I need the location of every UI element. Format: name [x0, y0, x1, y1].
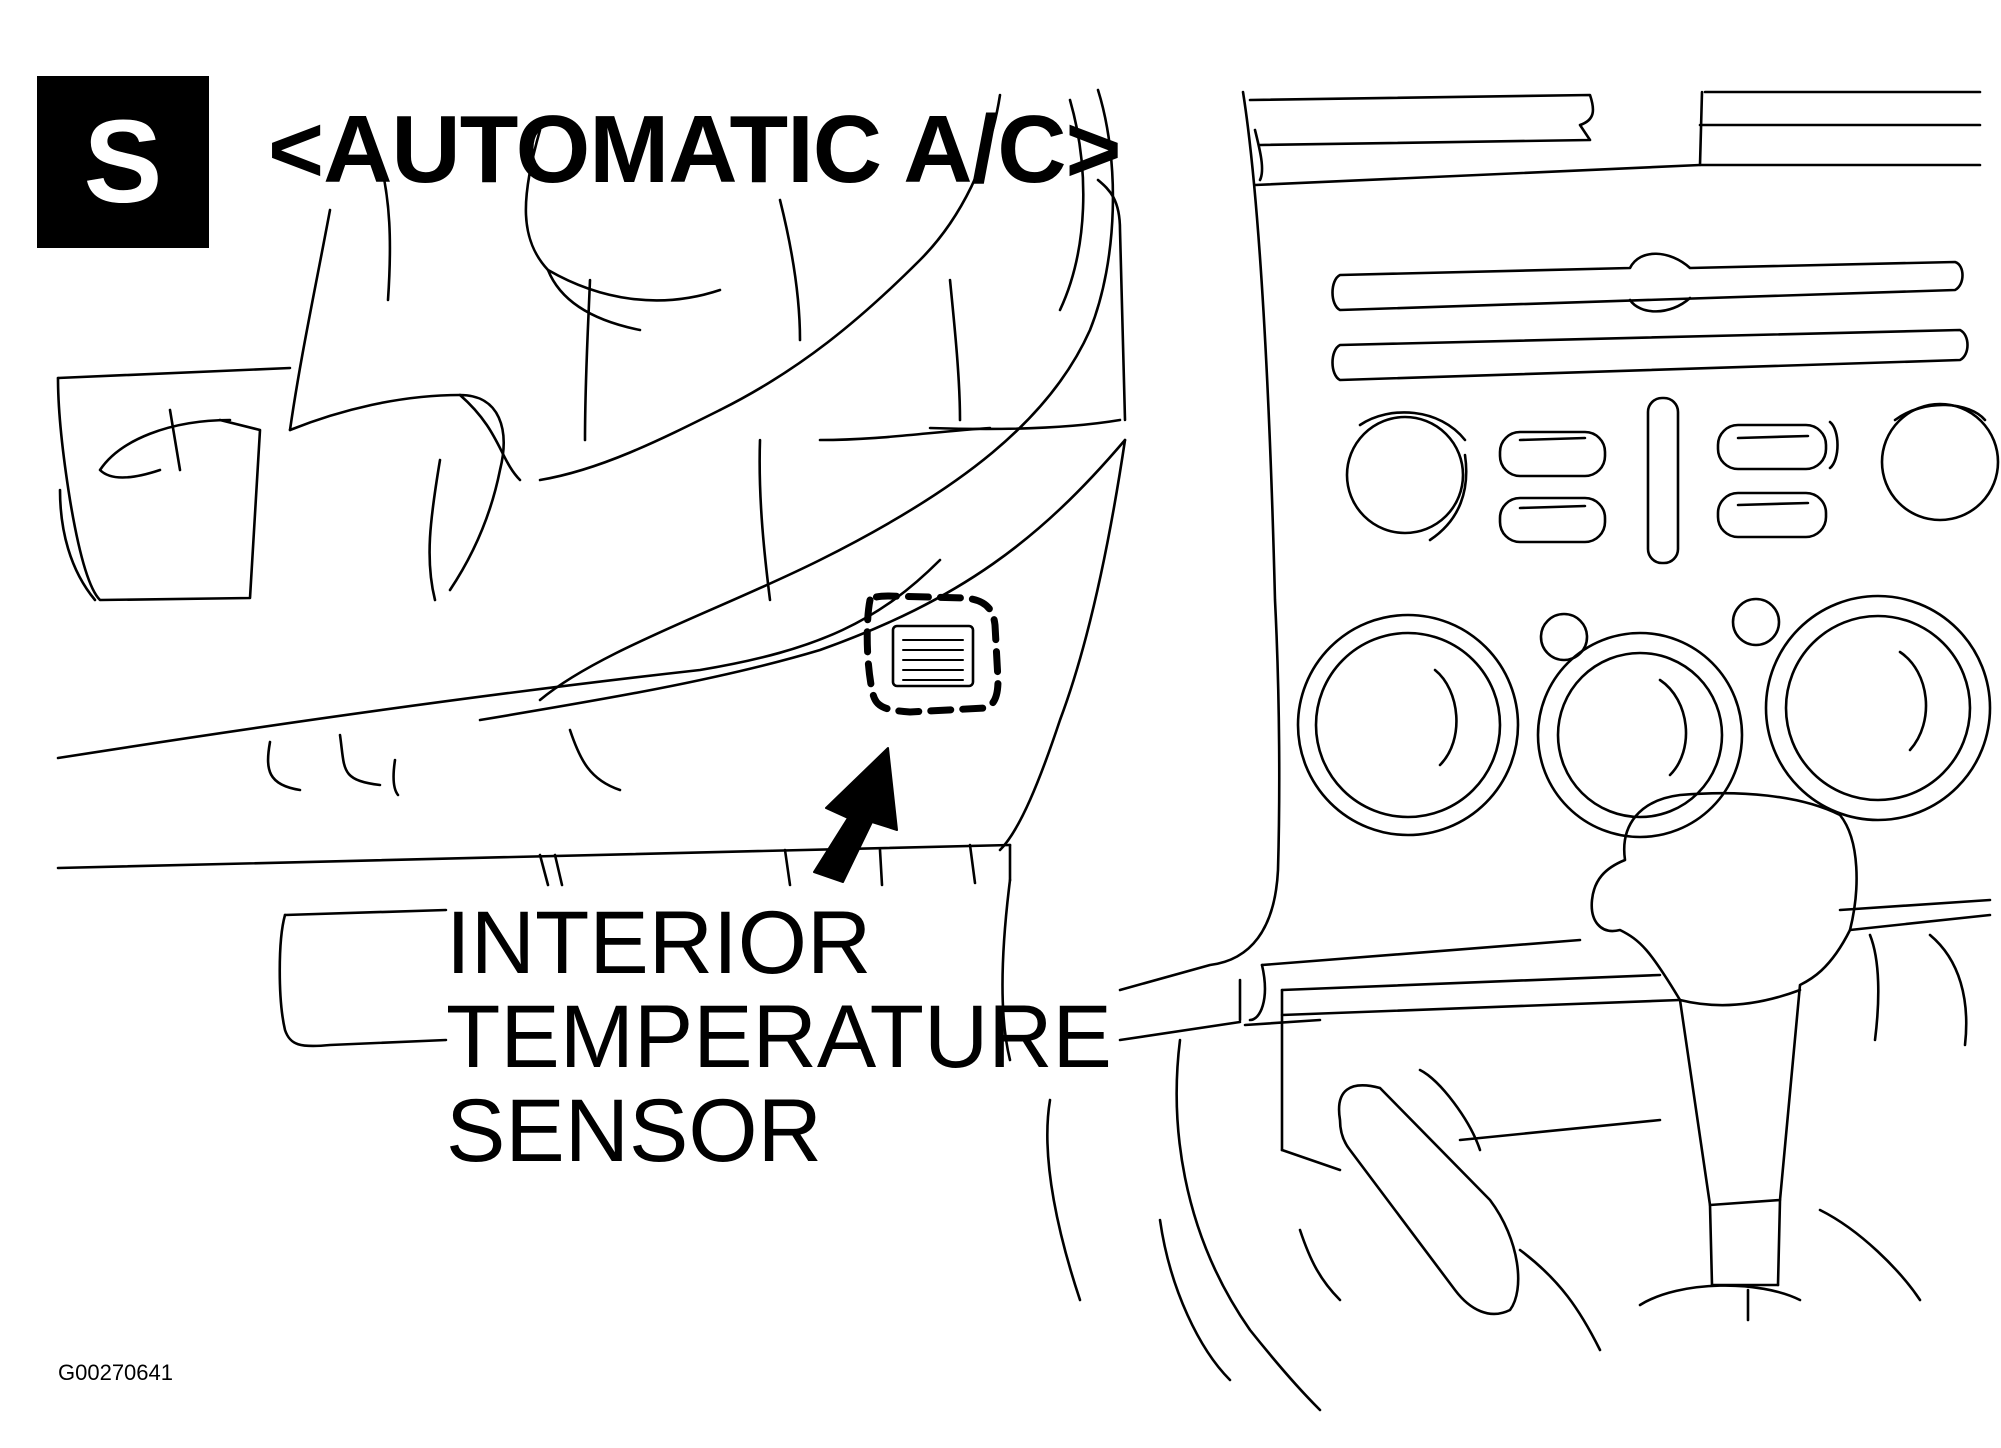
pointer-arrow: [813, 747, 898, 883]
callout-line: INTERIOR: [446, 892, 872, 992]
upper-control-row: [1345, 396, 2000, 565]
console-tray: [1280, 973, 1682, 1352]
diagram-title: <AUTOMATIC A/C>: [268, 96, 1122, 203]
shift-lever: [1590, 791, 1992, 1322]
callout-line: SENSOR: [446, 1080, 822, 1180]
knee-panel: [278, 878, 1242, 1382]
climate-dials: [1296, 594, 1992, 839]
section-badge: S: [37, 76, 209, 248]
center-vents: [1331, 252, 1969, 382]
figure-id: G00270641: [58, 1360, 173, 1385]
steering-wheel-column: [288, 88, 1127, 702]
sensor-callout-label: INTERIOR TEMPERATURE SENSOR: [446, 895, 1112, 1177]
center-console: [1118, 90, 1982, 1412]
temperature-sensor: [863, 592, 1002, 716]
callout-line: TEMPERATURE: [446, 986, 1112, 1086]
